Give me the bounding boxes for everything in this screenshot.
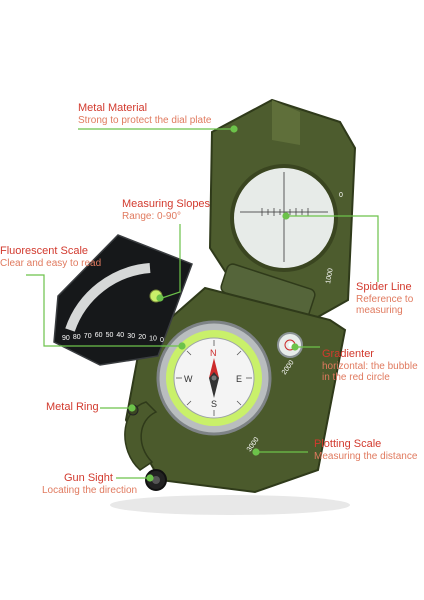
dial-south: S xyxy=(211,399,217,409)
dial-north: N xyxy=(210,348,217,358)
callout-title: Measuring Slopes xyxy=(122,198,211,210)
clinometer-tick-label: 10 xyxy=(149,335,157,342)
clinometer-tick-label: 90 xyxy=(62,335,70,342)
callout-title: Metal Material xyxy=(78,102,148,114)
callout-fluorescent-scale: Fluorescent Scale Clear and easy to read xyxy=(0,245,101,269)
clinometer-tick-label: 70 xyxy=(84,333,92,340)
clinometer-tick-label: 50 xyxy=(106,332,114,339)
callout-measuring-slopes: Measuring Slopes Range: 0-90° xyxy=(122,198,210,222)
callout-desc-line2: in the red circle xyxy=(322,372,390,384)
clinometer-tick-label: 80 xyxy=(73,334,81,341)
needle-pivot xyxy=(211,375,217,381)
callout-desc: Reference to xyxy=(356,293,414,305)
callout-spider-line: Spider Line Reference to measuring xyxy=(356,281,413,317)
callout-title: Fluorescent Scale xyxy=(0,245,89,257)
callout-desc: Strong to protect the dial plate xyxy=(78,114,212,126)
lid-scale-0: 0 xyxy=(339,192,343,199)
callout-title: Gradienter xyxy=(322,348,374,360)
callout-title: Spider Line xyxy=(356,281,412,293)
dial-east: E xyxy=(236,374,242,384)
gun-sight-aperture xyxy=(152,476,160,484)
callout-title: Plotting Scale xyxy=(314,438,382,450)
callout-metal-ring: Metal Ring xyxy=(46,401,99,414)
callout-desc-line2: measuring xyxy=(356,305,403,317)
callout-gun-sight: Gun Sight Locating the direction xyxy=(42,472,137,496)
lid-window-scale xyxy=(261,208,309,216)
callout-metal-material: Metal Material Strong to protect the dia… xyxy=(78,102,211,126)
lid-scale-1000: 1000 xyxy=(325,268,335,285)
clinometer-tick-label: 20 xyxy=(138,334,146,341)
metal-ring-arm xyxy=(124,401,158,471)
needle-south xyxy=(209,372,219,398)
clinometer-tick-label: 0 xyxy=(160,337,164,344)
clinometer-tick-label: 40 xyxy=(116,332,124,339)
callout-desc: Range: 0-90° xyxy=(122,210,182,222)
clinometer-tick-label: 30 xyxy=(127,333,135,340)
clinometer-plate xyxy=(53,234,193,366)
dial-ticks xyxy=(176,340,252,416)
callout-desc: Measuring the distance xyxy=(314,450,418,462)
callout-plotting-scale: Plotting Scale Measuring the distance xyxy=(314,438,417,462)
shadow xyxy=(110,495,350,515)
callout-desc: Locating the direction xyxy=(42,484,138,496)
callout-desc: Clear and easy to read xyxy=(0,257,102,269)
callout-lines xyxy=(26,125,379,482)
callout-title: Gun Sight xyxy=(64,472,113,484)
lid-sight-notch xyxy=(272,100,300,145)
callout-title: Metal Ring xyxy=(46,401,99,413)
clinometer-arc xyxy=(65,263,151,332)
callout-desc: horizontal: the bubble xyxy=(322,360,418,372)
dial-west: W xyxy=(184,374,193,384)
clinometer-tick-label: 60 xyxy=(95,332,103,339)
callout-gradienter: Gradienter horizontal: the bubble in the… xyxy=(322,348,418,384)
